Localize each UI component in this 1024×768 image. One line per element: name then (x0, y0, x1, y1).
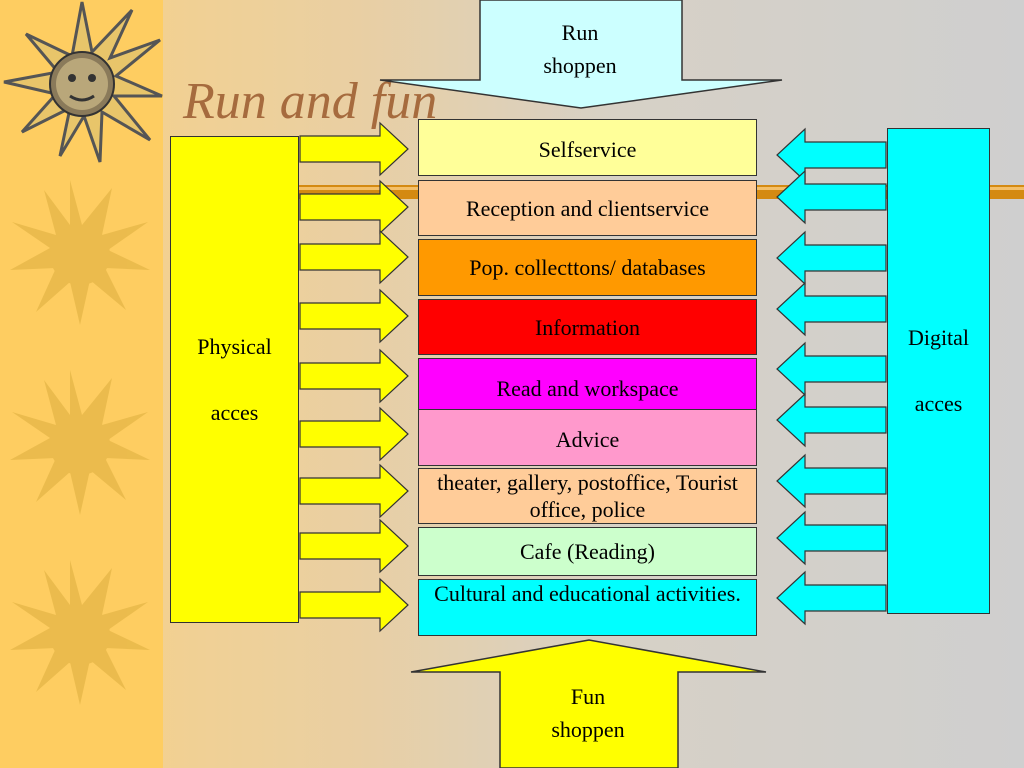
physical-arrow (299, 121, 409, 177)
service-label: theater, gallery, postoffice, Tourist of… (437, 470, 738, 522)
service-read-workspace: Read and workspace (418, 358, 757, 414)
service-cultural-activities: Cultural and educational activities. (418, 579, 757, 636)
service-label: Cafe (Reading) (520, 539, 655, 564)
sun-face-icon (3, 1, 163, 163)
digital-arrow (776, 169, 887, 225)
run-shoppen-label: Run shoppen (500, 16, 660, 82)
fun-shoppen-arrow (410, 639, 767, 768)
digital-arrow (776, 230, 887, 286)
digital-line1: Digital (907, 325, 970, 350)
service-label: Advice (555, 427, 620, 452)
service-label: Selfservice (538, 137, 637, 162)
physical-line1: Physical (197, 333, 272, 359)
physical-arrows (299, 121, 409, 633)
physical-arrow (299, 518, 409, 574)
digital-access-box: Digital acces (887, 128, 990, 614)
service-selfservice: Selfservice (418, 119, 757, 176)
digital-arrow (776, 281, 887, 337)
physical-arrow (299, 288, 409, 344)
digital-arrow (776, 127, 887, 183)
physical-arrow (299, 406, 409, 462)
run-shoppen-line2: shoppen (543, 53, 617, 78)
service-collections: Pop. collecttons/ databases (418, 239, 757, 296)
physical-arrow (299, 348, 409, 404)
physical-access-box: Physical acces (170, 136, 299, 623)
service-label: Cultural and educational activities. (434, 581, 741, 606)
service-label: Pop. collecttons/ databases (469, 255, 706, 280)
digital-line2: acces (914, 391, 963, 416)
physical-arrow (299, 229, 409, 285)
physical-arrow (299, 463, 409, 519)
run-shoppen-arrow (379, 0, 783, 109)
fun-shoppen-line2: shoppen (551, 717, 625, 742)
fun-shoppen-line1: Fun (570, 684, 606, 709)
fun-shoppen-label: Fun shoppen (508, 680, 668, 746)
service-advice: Advice (418, 409, 757, 466)
service-label: Information (534, 315, 641, 340)
physical-arrow (299, 577, 409, 633)
sun-icon (10, 560, 150, 705)
digital-arrow (776, 341, 887, 397)
sun-icon (10, 180, 150, 325)
digital-arrow (776, 510, 887, 566)
run-shoppen-line1: Run (561, 20, 599, 45)
service-label: Read and workspace (496, 376, 679, 401)
service-information: Information (418, 299, 757, 355)
physical-arrow (299, 179, 409, 235)
service-cafe: Cafe (Reading) (418, 527, 757, 576)
digital-arrow (776, 453, 887, 509)
digital-arrow (776, 570, 887, 626)
service-reception: Reception and clientservice (418, 180, 757, 236)
sun-icon (10, 370, 150, 515)
service-label: Reception and clientservice (465, 195, 710, 221)
digital-arrow (776, 392, 887, 448)
service-culture-venues: theater, gallery, postoffice, Tourist of… (418, 468, 757, 524)
physical-line2: acces (210, 399, 259, 425)
digital-arrows (776, 127, 887, 626)
